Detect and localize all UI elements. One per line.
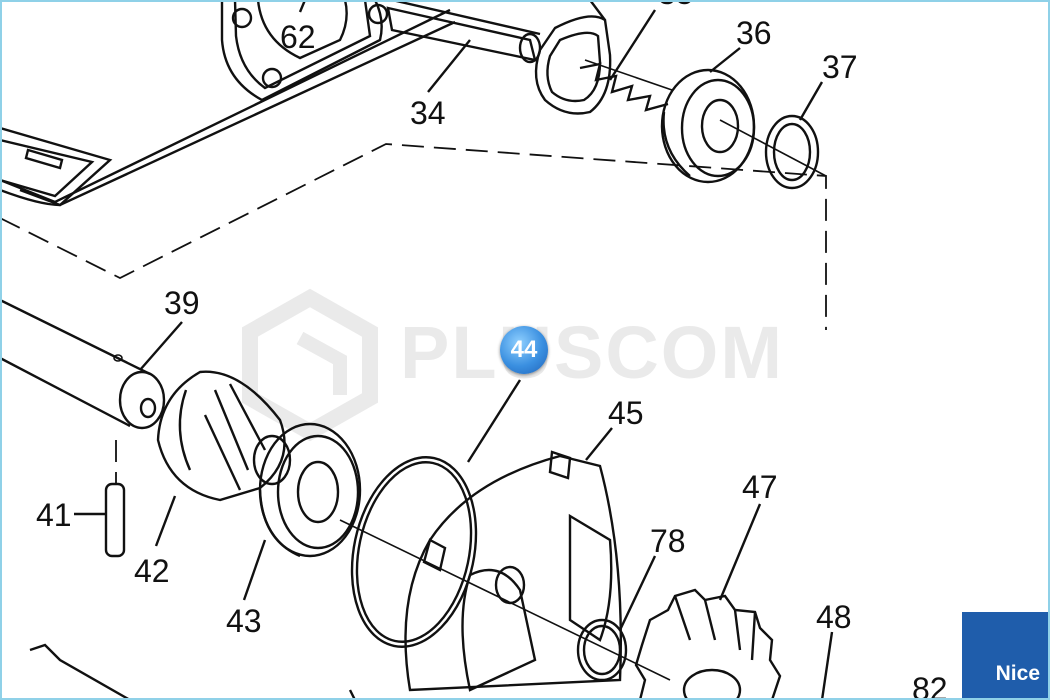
watermark-text: PLUSCOM [400,311,784,394]
bearing-43 [258,422,362,558]
callout-37: 37 [822,49,858,85]
bearing-36 [660,68,756,184]
callout-48: 48 [816,599,852,635]
bracket-35 [534,0,612,115]
brand-logo: Nice [962,612,1050,700]
circlip-37 [764,114,820,190]
callout-42: 42 [134,553,170,589]
o-ring-44 [350,456,478,648]
shaft-39 [0,298,166,430]
callout-47: 47 [742,469,778,505]
spring [579,59,673,112]
cover-plate-45 [339,450,671,692]
callout-39: 39 [164,285,200,321]
wire-lead [29,643,357,700]
callout-45: 45 [608,395,644,431]
callout-36: 36 [736,15,772,51]
o-ring-78 [576,618,628,682]
gear-47 [634,588,782,700]
callout-78: 78 [650,523,686,559]
hub-42 [156,370,292,502]
hotspot-marker-44[interactable]: 44 [500,326,548,374]
base-plate [0,8,456,207]
pin-41 [104,440,126,558]
dashed-guide [0,143,827,330]
leader-lines [74,0,834,700]
callout-43: 43 [226,603,262,639]
callout-82: 82 [912,671,948,700]
housing-62 [220,0,389,102]
callout-41: 41 [36,497,72,533]
brand-logo-text: Nice [995,662,1040,685]
axis-line-top [719,119,827,177]
callout-62: 62 [280,19,316,55]
shaft-34 [386,0,542,64]
callout-34: 34 [410,95,446,131]
watermark: PLUSCOM [242,288,784,442]
callout-35: 35 [658,0,694,11]
